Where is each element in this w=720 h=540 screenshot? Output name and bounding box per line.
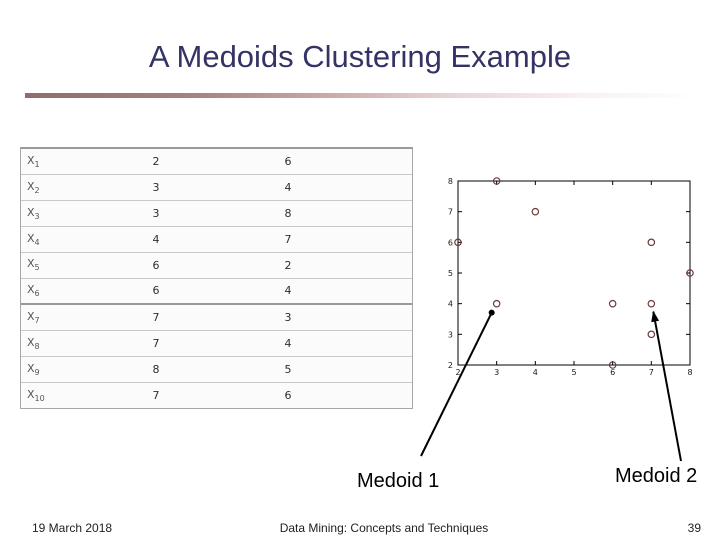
y-value-cell: 6	[284, 389, 292, 403]
y-value-cell: 8	[284, 206, 292, 220]
plot-box	[457, 180, 691, 366]
x-value-cell: 7	[152, 337, 160, 351]
row-label: X4	[27, 231, 40, 247]
y-value-cell: 5	[284, 363, 292, 377]
x-tick-label: 3	[494, 368, 499, 377]
table-row: X7 7 3	[21, 303, 412, 330]
row-label: X9	[27, 362, 40, 378]
x-value-cell: 6	[152, 284, 160, 298]
medoid1-arrow-tip	[488, 309, 495, 316]
y-value-cell: 7	[284, 232, 292, 246]
data-point	[492, 299, 501, 308]
y-tick-label: 7	[448, 208, 453, 217]
data-point	[647, 330, 656, 339]
row-label: X7	[27, 310, 40, 326]
footer: 19 March 2018 Data Mining: Concepts and …	[0, 519, 720, 540]
x-tick-label: 6	[610, 368, 615, 377]
medoid2-label: Medoid 2	[615, 465, 698, 487]
x-value-cell: 6	[152, 258, 160, 272]
x-tick-label: 8	[687, 368, 692, 377]
row-label: X2	[27, 179, 40, 195]
table-row: X10 7 6	[21, 382, 412, 408]
x-value-cell: 3	[152, 206, 160, 220]
x-value-cell: 2	[152, 154, 160, 168]
table-row: X2 3 4	[21, 173, 412, 200]
row-label: X6	[27, 283, 40, 299]
footer-title: Data Mining: Concepts and Techniques	[279, 521, 489, 535]
row-label: X3	[27, 205, 40, 221]
y-tick-label: 3	[448, 330, 453, 339]
y-tick-label: 2	[448, 361, 453, 370]
data-point	[608, 299, 617, 308]
row-label: X10	[27, 388, 45, 404]
y-tick-label: 5	[448, 269, 453, 278]
y-tick-label: 4	[448, 300, 453, 309]
table-row: X6 6 4	[21, 277, 412, 304]
table-row: X1 2 6	[21, 149, 412, 174]
data-point	[454, 238, 462, 247]
y-value-cell: 4	[284, 337, 292, 351]
y-value-cell: 4	[284, 180, 292, 194]
y-tick-label: 8	[448, 177, 453, 186]
medoid1-label: Medoid 1	[357, 470, 440, 492]
x-value-cell: 3	[152, 180, 160, 194]
y-value-cell: 2	[284, 258, 292, 272]
data-point	[608, 361, 617, 369]
x-value-cell: 7	[152, 389, 160, 403]
x-tick-label: 5	[571, 368, 576, 377]
data-point	[686, 269, 694, 277]
table-row: X4 4 7	[21, 225, 412, 252]
x-value-cell: 7	[152, 311, 160, 325]
x-value-cell: 4	[152, 232, 160, 246]
y-value-cell: 4	[284, 284, 292, 298]
data-point	[492, 177, 501, 185]
title-divider	[25, 93, 685, 98]
row-label: X8	[27, 336, 40, 352]
data-point	[647, 299, 656, 308]
x-value-cell: 8	[152, 363, 160, 377]
medoid2-arrow	[651, 310, 682, 462]
table-row: X9 8 5	[21, 356, 412, 382]
page-number: 39	[687, 521, 701, 535]
table-row: X8 7 4	[21, 330, 412, 356]
x-tick-label: 2	[455, 368, 460, 377]
footer-date: 19 March 2018	[32, 521, 113, 535]
medoid1-arrow	[420, 312, 493, 457]
page-title: A Medoids Clustering Example	[148, 39, 572, 74]
data-point	[531, 207, 540, 216]
data-point	[647, 238, 656, 247]
x-tick-label: 7	[649, 368, 654, 377]
y-tick-label: 6	[448, 238, 453, 247]
y-value-cell: 3	[284, 311, 292, 325]
table-row: X3 3 8	[21, 199, 412, 226]
row-label: X1	[27, 153, 40, 170]
x-tick-label: 4	[533, 368, 538, 377]
table-row: X5 6 2	[21, 251, 412, 278]
y-value-cell: 6	[284, 154, 292, 168]
row-label: X5	[27, 257, 40, 273]
